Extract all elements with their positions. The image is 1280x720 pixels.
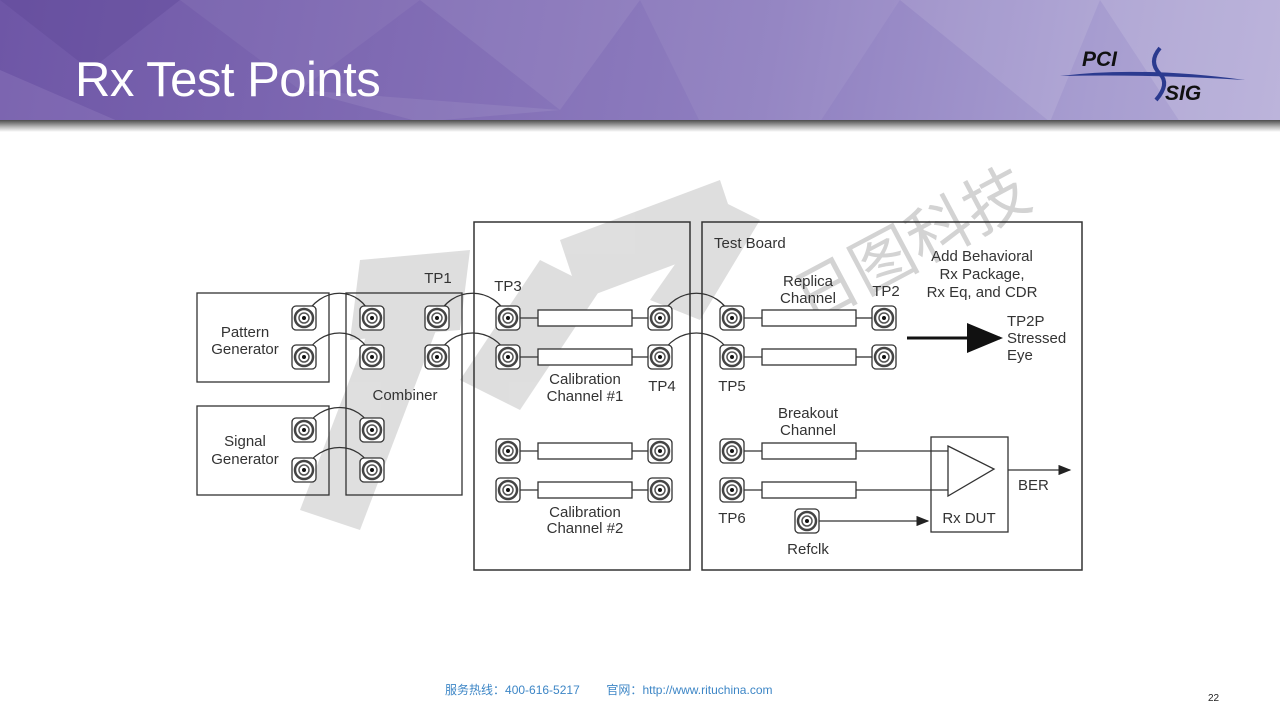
tp6-label: TP6 <box>718 510 746 527</box>
tp2-label: TP2 <box>872 283 900 300</box>
behavioral-note-3: Rx Eq, and CDR <box>927 284 1038 301</box>
signal-generator-label-1: Signal <box>224 433 266 450</box>
pattern-generator-label-2: Generator <box>211 341 279 358</box>
hotline-number: 400-616-5217 <box>505 683 580 697</box>
behavioral-note-2: Rx Package, <box>939 266 1024 283</box>
pattern-generator-block <box>196 292 330 383</box>
combiner-label: Combiner <box>372 387 437 404</box>
calibration-board <box>473 221 691 571</box>
footer-contact: 服务热线：400-616-5217 官网：http://www.rituchin… <box>445 681 773 698</box>
logo-sig-text: SIG <box>1165 82 1201 105</box>
stressed-eye-label-2: Stressed <box>1007 330 1066 347</box>
calibration-channel-2-label-2: Channel #2 <box>547 520 624 537</box>
calibration-channel-1-label-2: Channel #1 <box>547 388 624 405</box>
header-background <box>0 0 1280 122</box>
tp4-label: TP4 <box>648 378 676 395</box>
test-board-label: Test Board <box>714 235 786 252</box>
test-board <box>701 221 1083 571</box>
tp1-label: TP1 <box>424 270 452 287</box>
website-label: 官网： <box>606 683 643 697</box>
tp3-label: TP3 <box>494 278 522 295</box>
channel-traces <box>520 309 872 499</box>
calibration-channel-2-label-1: Calibration <box>549 504 621 521</box>
hotline-label: 服务热线： <box>445 683 506 697</box>
combiner-block <box>345 292 463 496</box>
rx-dut-label: Rx DUT <box>942 510 995 527</box>
header-shadow <box>0 120 1280 132</box>
watermark-shape <box>650 200 760 320</box>
website-link[interactable]: http://www.rituchina.com <box>642 683 773 697</box>
behavioral-note-1: Add Behavioral <box>931 248 1033 265</box>
rx-dut-block <box>930 436 1009 533</box>
pattern-generator-label-1: Pattern <box>221 324 269 341</box>
watermark-shape <box>460 260 600 410</box>
tp5-label: TP5 <box>718 378 746 395</box>
pci-sig-logo: PCI SIG <box>1060 46 1245 105</box>
watermark-shape <box>560 180 740 300</box>
signal-generator-block <box>196 405 330 496</box>
breakout-channel-label-2: Channel <box>780 422 836 439</box>
page-number: 22 <box>1208 693 1220 704</box>
replica-channel-label-1: Replica <box>783 273 834 290</box>
ber-label: BER <box>1018 477 1049 494</box>
slide-header: Rx Test Points PCI SIG <box>0 0 1280 122</box>
watermark-shape <box>300 300 440 530</box>
logo-pci-text: PCI <box>1082 48 1118 71</box>
amplifier-icon <box>947 444 996 498</box>
breakout-channel-label-1: Breakout <box>778 405 839 422</box>
calibration-channel-1-label-1: Calibration <box>549 371 621 388</box>
slide-title: Rx Test Points <box>75 53 381 107</box>
replica-channel-label-2: Channel <box>780 290 836 307</box>
stressed-eye-label-3: Eye <box>1007 347 1033 364</box>
refclk-label: Refclk <box>787 541 829 558</box>
signal-generator-label-2: Generator <box>211 451 279 468</box>
stressed-eye-label-1: TP2P <box>1007 313 1045 330</box>
